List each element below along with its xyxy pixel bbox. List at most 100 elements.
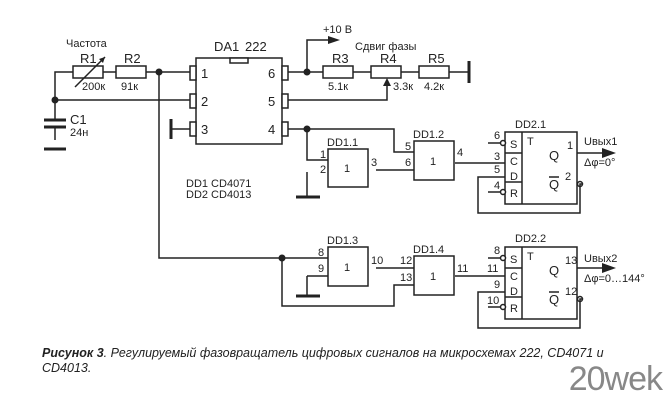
- output-arrow-icon: [602, 148, 616, 158]
- clock-wire: [158, 72, 282, 259]
- ff-s: S: [510, 139, 517, 151]
- ff-nq: Q: [549, 177, 559, 192]
- watermark: 20wek: [568, 360, 663, 398]
- output1-label: Uвых1: [584, 136, 617, 148]
- ff-t: T: [527, 136, 534, 148]
- ff-t: T: [527, 251, 534, 263]
- dd21-flipflop: [504, 131, 578, 205]
- r1-resistor: [72, 65, 104, 79]
- pin-number: 9: [494, 279, 500, 291]
- pin-pad: [281, 65, 289, 81]
- dd11-label: DD1.1: [327, 137, 358, 149]
- gate-symbol: 1: [430, 156, 436, 168]
- ff-s: S: [510, 254, 517, 266]
- da1-timer: DA1 222 1 2 3 6 5 4: [169, 39, 289, 145]
- pin-number: 11: [487, 263, 498, 275]
- dd13-label: DD1.3: [327, 235, 358, 247]
- ch2-wires: [281, 257, 480, 307]
- dd12-label: DD1.2: [413, 129, 444, 141]
- dd21-label: DD2.1: [515, 119, 546, 131]
- phase-label: Сдвиг фазы: [355, 41, 417, 53]
- freq-label: Частота: [66, 38, 108, 50]
- r3-label: R3: [332, 51, 349, 66]
- pin-number: 3: [371, 157, 377, 169]
- gate-symbol: 1: [344, 163, 350, 175]
- pin-number: 6: [494, 130, 500, 142]
- output1-phase: Δφ=0°: [584, 157, 615, 169]
- inversion-bubble: [499, 254, 507, 262]
- ff-q: Q: [549, 263, 559, 278]
- da1-notch: [229, 57, 249, 64]
- pin-number: 12: [400, 255, 412, 267]
- pin-number: 1: [201, 66, 208, 81]
- pin-number: 11: [457, 263, 468, 275]
- dd14-gate: [413, 255, 455, 296]
- dd1-note: DD1 CD4071: [186, 178, 251, 190]
- pin-number: 5: [405, 141, 411, 153]
- channel-1: DD1.1 1 1 2 3 DD1.2 1 5 6 4 DD2.1 T S C …: [288, 119, 617, 214]
- ff1-wires: [477, 142, 610, 214]
- ch1-wires: [288, 128, 480, 196]
- pin-number: 8: [494, 245, 500, 257]
- pin-number: 5: [268, 94, 275, 109]
- c1-value: 24н: [70, 127, 88, 139]
- r4-label: R4: [380, 51, 397, 66]
- rc-network: Частота R1 200к R2 91к C1 24н: [44, 38, 282, 259]
- dd2-note: DD2 CD4013: [186, 189, 251, 201]
- caption-text: . Регулируемый фазовращатель цифровых си…: [42, 346, 604, 375]
- dd14-label: DD1.4: [413, 244, 444, 256]
- gate-symbol: 1: [430, 271, 436, 283]
- ff-d: D: [510, 171, 518, 183]
- pin-number: 10: [487, 295, 499, 307]
- dd12-gate: [413, 140, 455, 181]
- da1-type: 222: [245, 39, 267, 54]
- ff-d: D: [510, 286, 518, 298]
- dd22-flipflop: [504, 246, 578, 320]
- pin-pad: [281, 93, 289, 109]
- r5-label: R5: [428, 51, 445, 66]
- output2-label: Uвых2: [584, 253, 617, 265]
- r2-label: R2: [124, 51, 141, 66]
- pin-pad: [189, 65, 197, 81]
- ff-c: C: [510, 156, 518, 168]
- r5-resistor: [418, 65, 450, 79]
- r1-value: 200к: [82, 81, 105, 93]
- pin-number: 8: [318, 247, 324, 259]
- r2-value: 91к: [121, 81, 138, 93]
- output-arrow-icon: [602, 263, 616, 273]
- dd13-gate: [327, 246, 369, 287]
- pin-number: 3: [201, 122, 208, 137]
- pin-number: 13: [565, 255, 577, 267]
- da1-body: [195, 57, 283, 145]
- pin-number: 10: [371, 255, 383, 267]
- caption-title: Рисунок 3: [42, 346, 104, 360]
- pin-number: 13: [400, 272, 412, 284]
- pin-number: 3: [494, 151, 500, 163]
- inversion-bubble: [499, 139, 507, 147]
- pin-number: 1: [567, 140, 573, 152]
- ff2-wires: [477, 257, 610, 329]
- rc-wires: [54, 71, 190, 101]
- gate-symbol: 1: [344, 262, 350, 274]
- ff-nq: Q: [549, 292, 559, 307]
- c1-label: C1: [70, 112, 87, 127]
- phase-divider: +10 В Сдвиг фазы R3 5.1к R4 3.3к R5 4.2к: [288, 24, 471, 101]
- inversion-bubble: [499, 303, 507, 311]
- r1-arrow-head: [99, 57, 105, 63]
- r3-resistor: [322, 65, 354, 79]
- inversion-bubble: [499, 188, 507, 196]
- output2-phase: Δφ=0…144°: [584, 273, 645, 285]
- pin-number: 9: [318, 263, 324, 275]
- pin-pad: [189, 121, 197, 137]
- wiper-arrow-icon: [383, 78, 391, 86]
- r4-value: 3.3к: [393, 81, 413, 93]
- channel-2: DD1.3 1 8 9 10 DD1.4 1 12 13 11 DD2.2 T …: [278, 233, 645, 329]
- ff-c: C: [510, 271, 518, 283]
- junction-dot: [303, 68, 311, 76]
- pin-pad: [189, 93, 197, 109]
- r1-variable-arrow: [74, 56, 106, 88]
- pin-number: 4: [457, 147, 463, 159]
- vcc-arrow-icon: [328, 36, 340, 44]
- r4-potentiometer: [370, 65, 402, 79]
